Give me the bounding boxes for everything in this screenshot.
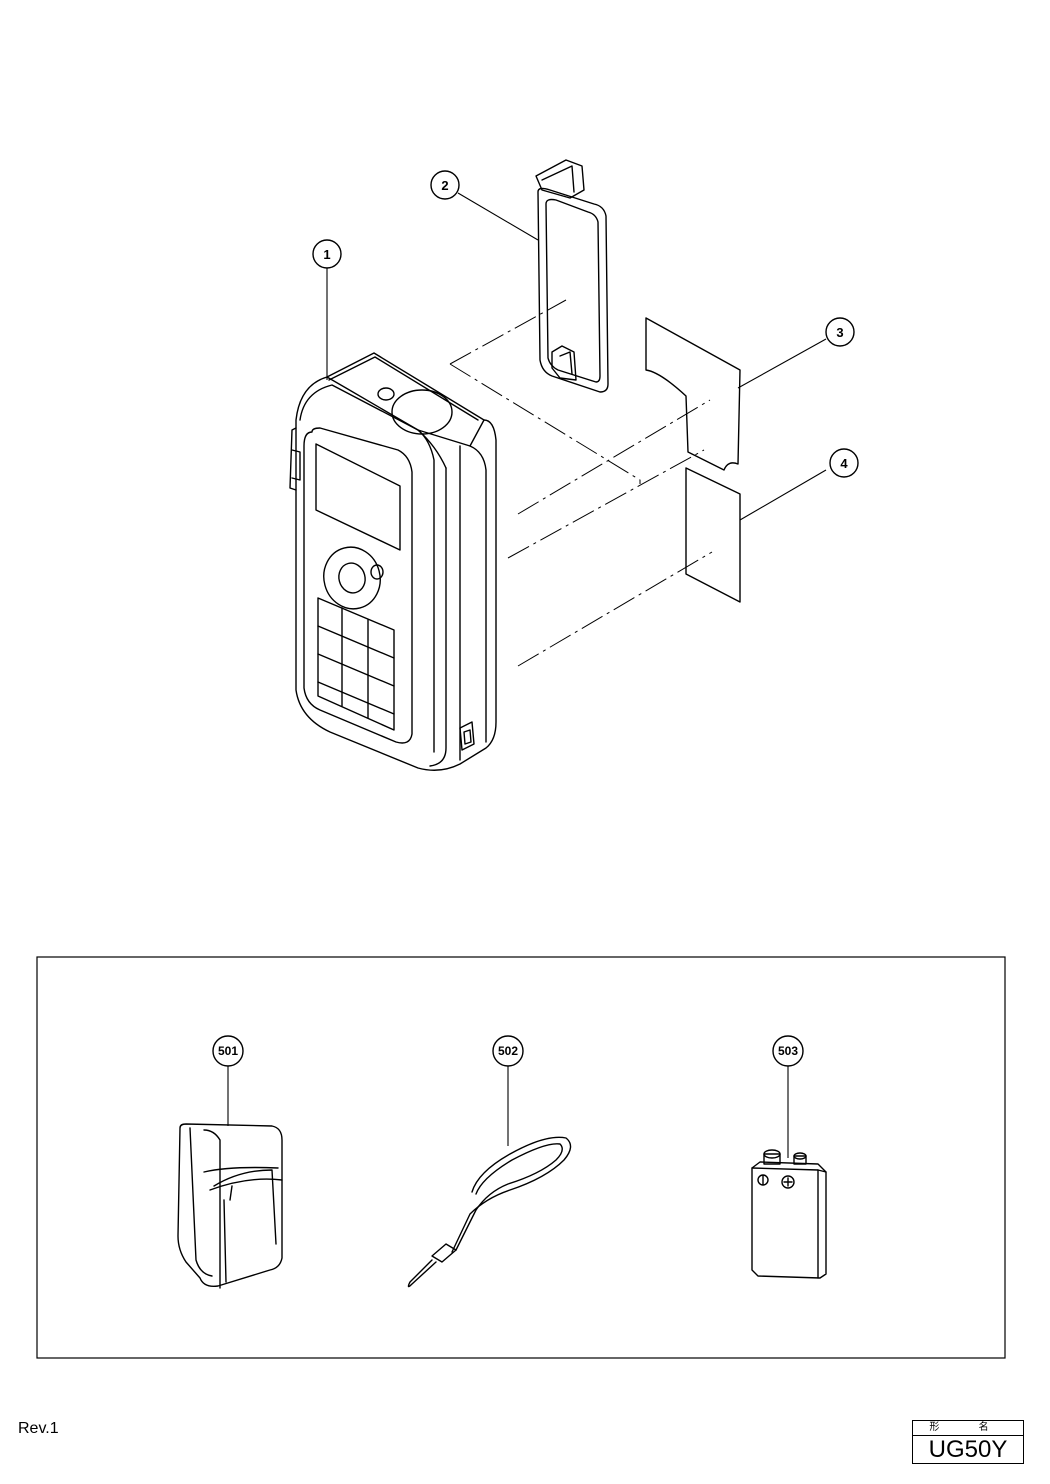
- part-501-case: [177, 1123, 283, 1289]
- callout-502: 502: [492, 1035, 524, 1067]
- assembly-centerlines: [449, 299, 713, 667]
- callout-2-label: 2: [441, 178, 448, 193]
- callout-1: 1: [312, 239, 342, 269]
- callout-502-label: 502: [498, 1044, 518, 1058]
- part-4-label: [685, 467, 741, 603]
- revision-label: Rev.1: [18, 1420, 59, 1437]
- callout-503: 503: [772, 1035, 804, 1067]
- model-number: UG50Y: [928, 1436, 1008, 1463]
- callout-4: 4: [829, 448, 859, 478]
- callout-3: 3: [825, 317, 855, 347]
- callout-3-label: 3: [836, 325, 843, 340]
- callout-2: 2: [430, 170, 460, 200]
- part-2-battery-cover: [535, 159, 609, 393]
- part-1-meter-body: [289, 352, 497, 771]
- callout-1-label: 1: [323, 247, 330, 262]
- callout-503-label: 503: [778, 1044, 798, 1058]
- callout-501: 501: [212, 1035, 244, 1067]
- title-block: 形 名 UG50Y: [912, 1420, 1024, 1464]
- callout-4-label: 4: [840, 456, 848, 471]
- callout-501-label: 501: [218, 1044, 238, 1058]
- accessories-frame: [36, 956, 1006, 1359]
- part-3-label: [645, 317, 741, 471]
- leader-lines: [227, 192, 827, 1158]
- title-block-header: 形 名: [913, 1421, 1023, 1436]
- part-502-strap: [407, 1136, 572, 1288]
- part-503-battery: [751, 1149, 827, 1279]
